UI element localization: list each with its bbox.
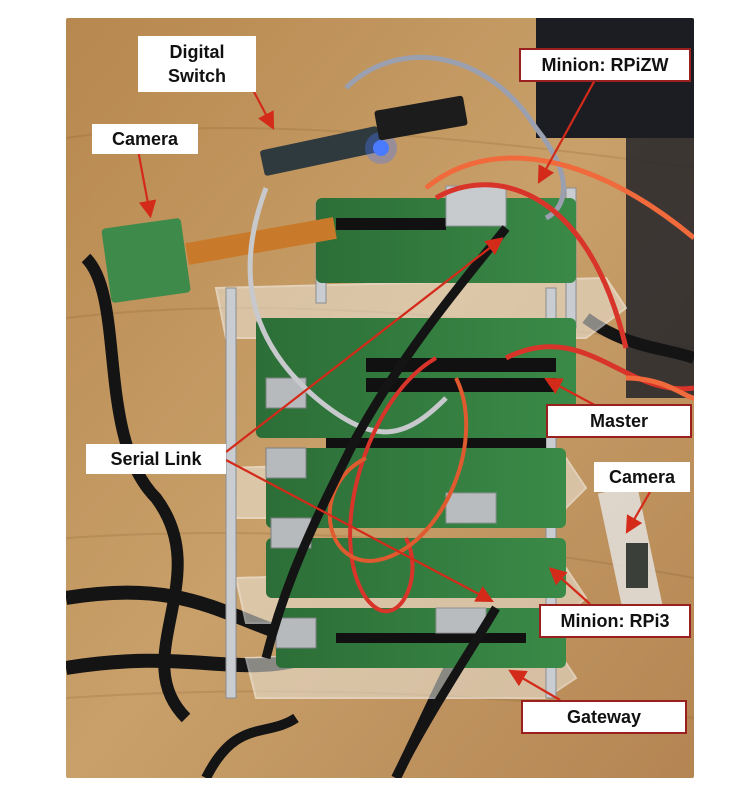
- rpi3-board-upper: [266, 448, 566, 528]
- label-minion-rpizw: Minion: RPiZW: [519, 48, 691, 82]
- label-digital-switch: Digital Switch: [138, 36, 256, 92]
- label-gateway: Gateway: [521, 700, 687, 734]
- label-master: Master: [546, 404, 692, 438]
- digital-switch-device: [260, 126, 382, 176]
- label-camera-left: Camera: [92, 124, 198, 154]
- label-minion-rpi3: Minion: RPi3: [539, 604, 691, 638]
- camera-module-right: [626, 543, 648, 588]
- camera-module-left: [101, 218, 191, 303]
- label-camera-right: Camera: [594, 462, 690, 492]
- label-serial-link: Serial Link: [86, 444, 226, 474]
